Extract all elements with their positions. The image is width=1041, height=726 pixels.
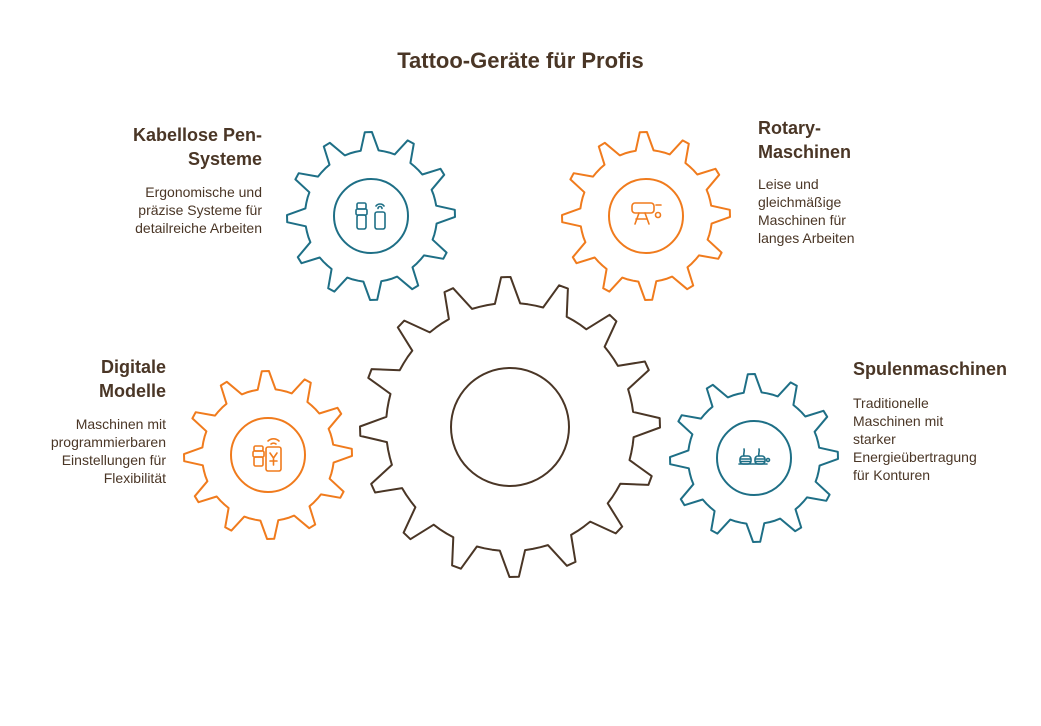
- digital-models-gear-outline: [183, 370, 353, 540]
- pen-systems-gear-hub: [333, 178, 409, 254]
- coil-machine-icon: [738, 448, 771, 465]
- rotary-machines-gear-hub: [608, 178, 684, 254]
- coil-machines-gear-hub: [716, 420, 792, 496]
- rotary-machine-icon: [631, 202, 662, 225]
- gear-pen-systems: [286, 131, 456, 301]
- rotary-machines-heading: Rotary-Maschinen: [758, 118, 852, 162]
- page-title: Tattoo-Geräte für Profis: [397, 48, 644, 73]
- central-gear-hub: [450, 367, 570, 487]
- central-gear: [359, 276, 661, 578]
- pen-system-icon: [355, 202, 386, 230]
- coil-machines-heading: Spulenmaschinen: [853, 359, 1008, 379]
- rotary-machines-gear-outline: [561, 131, 731, 301]
- digital-models-gear-hub: [230, 417, 306, 493]
- gear-rotary-machines: [561, 131, 731, 301]
- pen-systems-heading: Kabellose Pen-Systeme: [132, 125, 262, 169]
- gear-coil-machines: [669, 373, 839, 543]
- coil-machines-gear-outline: [669, 373, 839, 543]
- gear-digital-models: [183, 370, 353, 540]
- digital-device-icon: [252, 438, 282, 472]
- pen-systems-gear-outline: [286, 131, 456, 301]
